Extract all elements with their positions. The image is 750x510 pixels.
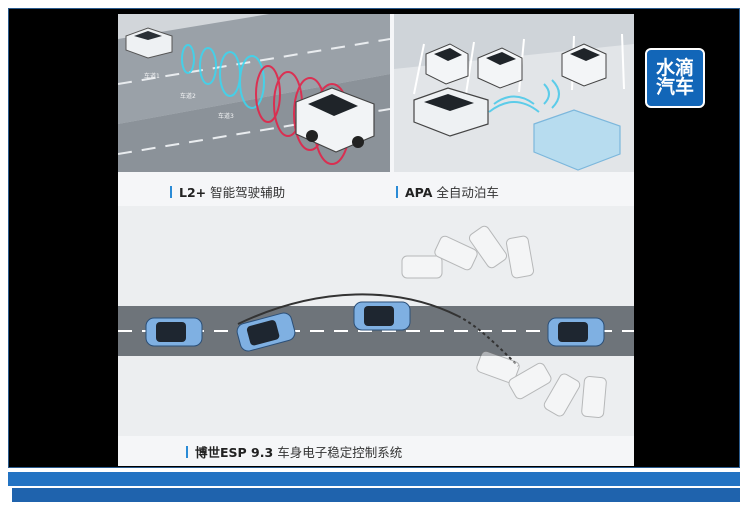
esp-car-2-icon: [236, 312, 296, 352]
caption-apa-bold: APA: [405, 185, 433, 200]
esp-car-4-icon: [547, 317, 605, 347]
watermark-line1: 水滴: [655, 56, 694, 79]
caption-l2-bold: L2+: [179, 185, 207, 200]
watermark-logo: 水滴 汽车: [645, 48, 705, 108]
bottom-stripe-lower: [12, 488, 740, 502]
lane-label-3: 车道3: [218, 112, 234, 120]
esp-car-1-icon: [145, 317, 203, 347]
target-car-ghost-icon: [533, 109, 621, 171]
ghost-cars-bottom: [476, 350, 607, 418]
lane-label-1: 车道1: [144, 72, 160, 80]
lane-label-2: 车道2: [180, 92, 196, 100]
caption-esp-text: 车身电子稳定控制系统: [277, 445, 403, 460]
l2-illustration: 车道1 车道2 车道3: [118, 14, 390, 172]
caption-accent-bar: [186, 446, 188, 458]
caption-l2: L2+ 智能驾驶辅助: [170, 182, 285, 201]
ghost-cars-top: [401, 225, 535, 279]
content-image: 车道1 车道2 车道3: [118, 14, 634, 466]
l2-scene: 车道1 车道2 车道3: [118, 14, 390, 172]
parked-car-3-icon: [561, 43, 607, 87]
lead-car-icon: [125, 27, 173, 59]
caption-accent-bar: [170, 186, 172, 198]
caption-esp-bold: 博世ESP 9.3: [195, 445, 274, 460]
parked-car-1-icon: [425, 43, 469, 85]
apa-scene: [394, 14, 634, 172]
watermark-line2: 汽车: [655, 76, 694, 98]
apa-illustration: [394, 14, 634, 172]
bottom-stripe-upper: [8, 472, 740, 486]
caption-l2-text: 智能驾驶辅助: [210, 185, 286, 200]
caption-esp: 博世ESP 9.3 车身电子稳定控制系统: [186, 442, 402, 461]
parking-car-icon: [413, 87, 489, 137]
caption-apa-text: 全自动泊车: [436, 185, 499, 200]
esp-car-3-icon: [353, 301, 411, 331]
esp-illustration: [118, 206, 634, 436]
caption-apa: APA 全自动泊车: [396, 182, 499, 201]
parked-car-2-icon: [477, 47, 523, 89]
ego-car-icon: [295, 87, 375, 153]
caption-accent-bar: [396, 186, 398, 198]
esp-scene: [118, 206, 634, 436]
